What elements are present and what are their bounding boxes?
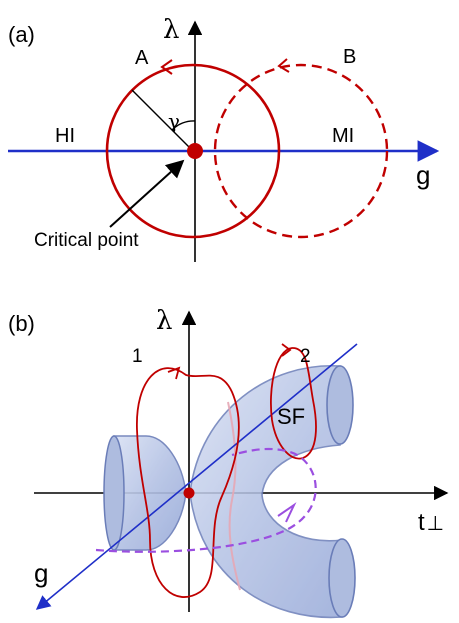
sf-tube: SF <box>189 365 356 619</box>
sf-label: SF <box>277 404 305 429</box>
loop-b-circle <box>213 63 389 239</box>
lambda-axis-b-label: λ <box>156 306 172 336</box>
loop-a-circle <box>105 63 281 239</box>
panel-b: (b) SF 1 2 <box>8 306 449 619</box>
mi-label: MI <box>332 125 354 147</box>
loop-a-label: A <box>135 47 149 69</box>
g-axis-label: g <box>416 160 430 190</box>
loop-b-arrow-icon <box>277 58 290 73</box>
critical-point-arrow <box>109 159 185 228</box>
g-axis-b <box>35 343 358 610</box>
critical-point-dot <box>187 143 203 159</box>
t-axis-label: t⊥ <box>418 509 444 536</box>
gamma-arc <box>171 120 196 131</box>
critical-point-label: Critical point <box>34 230 139 251</box>
loop-b-label: B <box>343 46 356 68</box>
left-dome <box>103 435 187 551</box>
loop-a-arrow-icon <box>160 59 173 75</box>
gamma-radius-line <box>131 89 194 152</box>
gamma-label: γ <box>168 109 180 133</box>
purple-arrow-icon <box>277 502 297 523</box>
lambda-axis-label: λ <box>163 15 179 45</box>
loop-2-label: 2 <box>300 346 311 367</box>
hi-label: HI <box>55 125 75 147</box>
critical-point-dot-b <box>183 487 195 499</box>
loop-2-arrow-icon <box>281 343 292 357</box>
t-axis-main: t <box>418 509 425 536</box>
loop-1-arrow-icon <box>167 366 181 380</box>
loop-1-label: 1 <box>132 346 143 367</box>
panel-a-tag: (a) <box>8 22 35 47</box>
t-axis-sub: ⊥ <box>427 513 444 535</box>
panel-a: (a) λ g A B γ HI MI Critical point <box>8 15 440 262</box>
purple-path <box>95 447 317 553</box>
loop-1-path <box>136 367 240 598</box>
g-axis-b-label: g <box>34 558 48 588</box>
panel-b-tag: (b) <box>8 311 35 336</box>
